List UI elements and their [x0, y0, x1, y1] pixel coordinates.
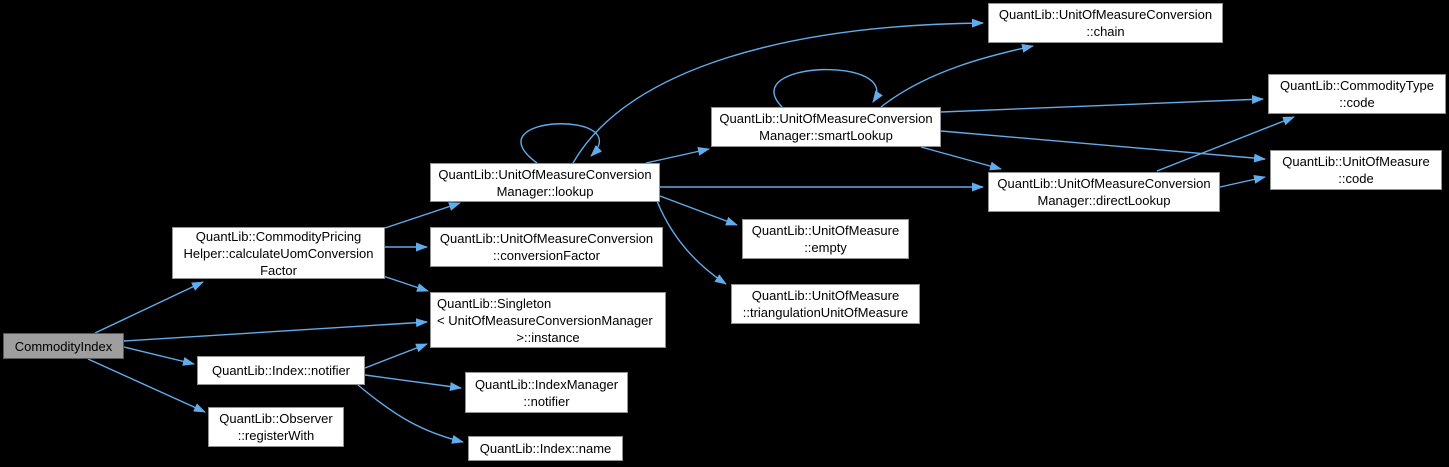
edge-smart-lookup-to-direct-lookup: [920, 146, 1002, 171]
node-label-line: ::empty: [804, 240, 847, 255]
edge-index-notifier-to-index-name: [357, 384, 464, 444]
node-label-line: QuantLib::Index::name: [479, 441, 612, 456]
node-commodity-type-code[interactable]: QuantLib::CommodityType ::code: [1268, 74, 1446, 114]
node-label-line: QuantLib::CommodityPricing: [195, 228, 362, 244]
node-label-line: QuantLib::UnitOfMeasure: [751, 288, 900, 303]
node-label-line: ::notifier: [523, 393, 570, 409]
edge-smart-lookup-to-uom-code: [940, 130, 1266, 163]
edge-lookup-to-chain: [572, 18, 984, 164]
node-label-line: ::triangulationUnitOfMeasure: [742, 305, 909, 320]
edge-calc-uom-to-singleton: [382, 275, 429, 292]
edge-commodity-index-to-register-with: [87, 358, 206, 413]
edge-index-notifier-to-singleton: [364, 343, 428, 369]
node-label-line: QuantLib::IndexManager: [474, 376, 619, 392]
node-manager-lookup[interactable]: QuantLib::UnitOfMeasureConversion Manage…: [430, 163, 660, 202]
node-label-line: QuantLib::UnitOfMeasureConversion: [997, 176, 1211, 191]
node-calculate-uom-conversion-factor[interactable]: QuantLib::CommodityPricing Helper::calcu…: [172, 227, 385, 279]
node-label-line: Factor: [260, 262, 297, 278]
node-label-line: Manager::directLookup: [1037, 193, 1171, 208]
node-label-line: ::registerWith: [237, 428, 315, 443]
node-label-line: Manager::lookup: [496, 183, 594, 199]
edge-lookup-to-uom-triangulation: [656, 200, 727, 285]
edge-commodity-index-to-index-notifier: [123, 346, 195, 366]
edge-lookup-to-smart-lookup: [645, 146, 710, 164]
node-label-line: QuantLib::Observer: [219, 411, 333, 426]
node-observer-register-with[interactable]: QuantLib::Observer ::registerWith: [208, 407, 344, 447]
node-label-line: QuantLib::Index::notifier: [211, 363, 351, 378]
node-label-line: QuantLib::UnitOfMeasureConversion: [439, 231, 654, 246]
node-label-line: ::code: [1338, 171, 1374, 186]
edge-calc-uom-to-lookup: [384, 202, 461, 229]
node-label-line: QuantLib::UnitOfMeasureConversion: [438, 166, 652, 182]
node-singleton-instance[interactable]: QuantLib::Singleton < UnitOfMeasureConve…: [430, 292, 666, 348]
node-label-line: Manager::smartLookup: [759, 128, 893, 143]
node-unit-of-measure-empty[interactable]: QuantLib::UnitOfMeasure ::empty: [742, 219, 909, 259]
edge-commodity-index-to-singleton: [123, 318, 428, 342]
node-unit-of-measure-code[interactable]: QuantLib::UnitOfMeasure ::code: [1270, 150, 1442, 190]
node-label-line: QuantLib::UnitOfMeasureConversion: [998, 7, 1213, 22]
edge-direct-lookup-to-commodity-type-code: [1156, 116, 1295, 172]
edge-commodity-index-to-calc-uom: [94, 281, 204, 334]
node-label-line: QuantLib::UnitOfMeasure: [1282, 154, 1430, 169]
node-label-line: QuantLib::UnitOfMeasure: [751, 223, 900, 238]
edge-direct-lookup-to-uom-code: [1219, 174, 1266, 188]
edge-lookup-to-uom-empty: [659, 195, 738, 226]
node-manager-smart-lookup[interactable]: QuantLib::UnitOfMeasureConversion Manage…: [711, 107, 941, 147]
node-index-manager-notifier[interactable]: QuantLib::IndexManager ::notifier: [465, 372, 628, 413]
node-label-line: ::code: [1339, 95, 1375, 110]
node-label-line: >::instance: [516, 329, 580, 345]
node-triangulation-unit-of-measure[interactable]: QuantLib::UnitOfMeasure ::triangulationU…: [731, 284, 920, 324]
node-index-name[interactable]: QuantLib::Index::name: [468, 436, 623, 461]
edge-smart-lookup-to-commodity-type-code: [940, 94, 1264, 113]
edge-smart-lookup-self-loop: [773, 68, 883, 108]
node-conversion-chain[interactable]: QuantLib::UnitOfMeasureConversion ::chai…: [988, 3, 1223, 43]
node-label-line: QuantLib::UnitOfMeasureConversion: [719, 111, 933, 126]
node-manager-direct-lookup[interactable]: QuantLib::UnitOfMeasureConversion Manage…: [988, 172, 1220, 212]
node-label-line: ::conversionFactor: [493, 248, 600, 263]
node-label-line: Helper::calculateUomConversion: [183, 245, 374, 261]
node-conversion-factor[interactable]: QuantLib::UnitOfMeasureConversion ::conv…: [430, 227, 663, 267]
node-label-line: QuantLib::Singleton: [437, 295, 552, 311]
node-label-line: QuantLib::CommodityType: [1280, 78, 1434, 93]
edge-index-notifier-to-indexmanager-notifier: [364, 374, 462, 391]
edge-smart-lookup-to-chain: [880, 43, 1034, 108]
node-index-notifier[interactable]: QuantLib::Index::notifier: [197, 356, 365, 385]
node-label-line: CommodityIndex: [14, 338, 113, 354]
node-label-line: ::chain: [1086, 24, 1125, 39]
node-label-line: < UnitOfMeasureConversionManager: [437, 312, 653, 328]
node-commodity-index: CommodityIndex: [3, 333, 124, 359]
edge-lookup-self-loop: [520, 123, 603, 164]
